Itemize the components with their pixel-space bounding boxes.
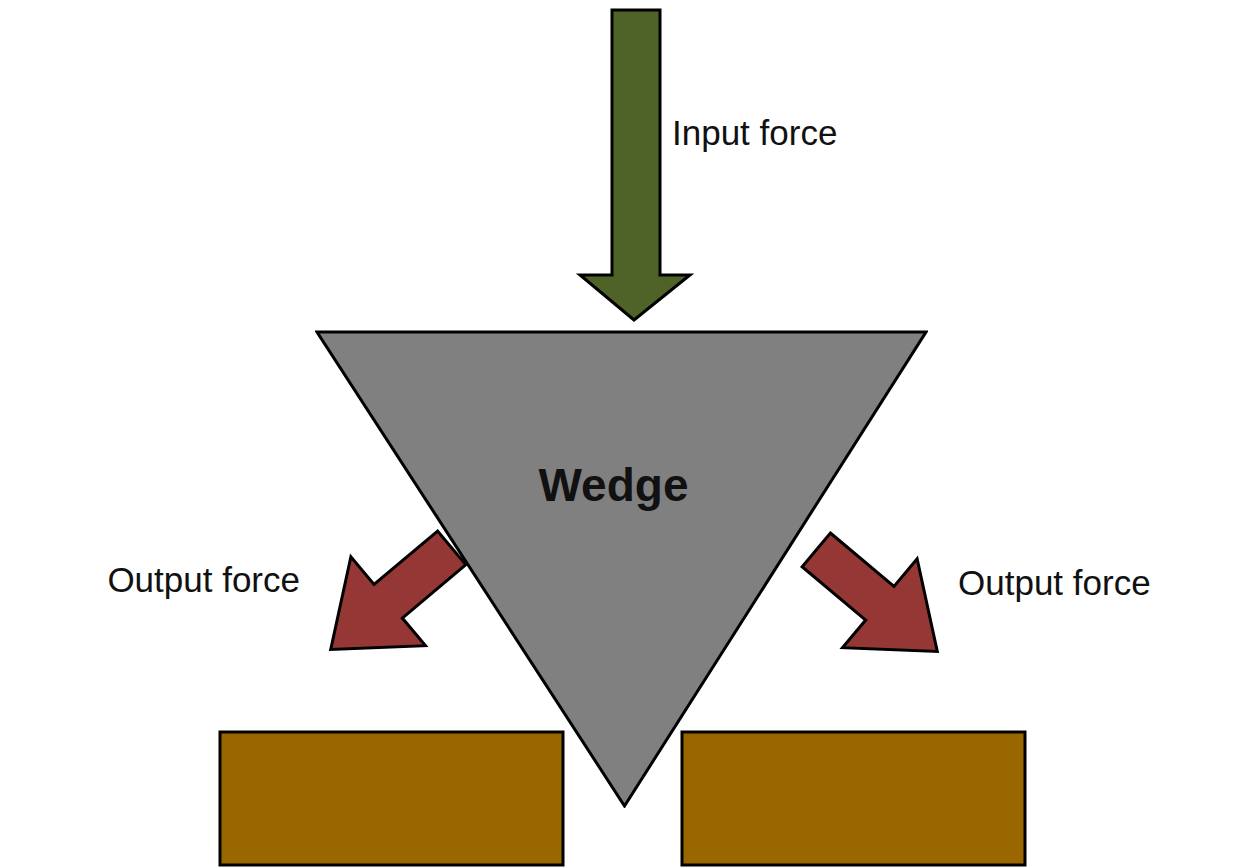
wood-block	[682, 732, 1025, 865]
input-arrow	[580, 10, 690, 320]
wedge-label: Wedge	[539, 458, 689, 512]
force-label: Output force	[958, 563, 1151, 603]
wedge-shape: Wedge	[315, 330, 928, 808]
wedge-outline	[315, 330, 928, 808]
output-arrow	[779, 505, 975, 695]
force-label: Output force	[107, 560, 300, 600]
force-label: Input force	[672, 113, 837, 153]
wood-block	[220, 732, 563, 865]
